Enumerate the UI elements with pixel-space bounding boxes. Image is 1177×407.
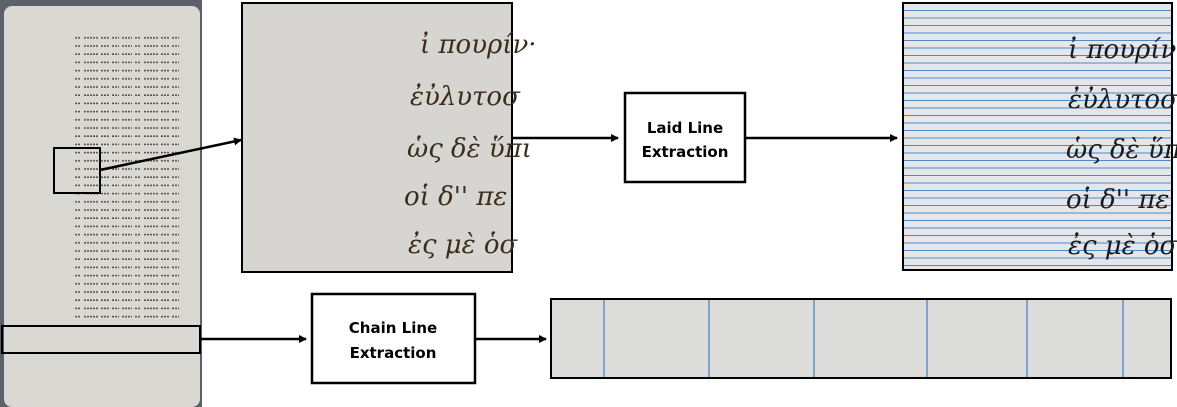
chain-line-output <box>550 298 1172 379</box>
handwriting-line: οἱ δ'' πε <box>1066 185 1169 215</box>
handwriting-line: ἐὐλυτοσ <box>410 82 521 112</box>
handwriting-line: ἐς μὲ ὁσ <box>408 230 519 260</box>
zoomed-crop: ἰ πoυρίν· ἐὐλυτοσ ὡς δὲ ὕπι οἱ δ'' πε ἐς… <box>241 2 537 273</box>
manuscript-page <box>0 0 202 407</box>
laid-label-1: Laid Line <box>647 119 723 137</box>
laid-line-output: ἰ πoυρίν· ἐὐλυτοσ ὡς δὲ ὕπι οἱ δ'' πε ἐς… <box>902 2 1177 271</box>
handwriting-line: ἐς μὲ ὁσ <box>1068 231 1177 261</box>
handwriting-line: οἱ δ'' πε <box>404 182 507 212</box>
handwriting-line: ἰ πoυρίν· <box>420 30 537 60</box>
laid-label-2: Extraction <box>642 143 729 161</box>
handwriting-line: ἐὐλυτοσ <box>1068 85 1177 115</box>
laid-line-extraction-box: Laid Line Extraction <box>623 91 747 184</box>
chain-label-2: Extraction <box>350 344 437 362</box>
handwriting-line: ὡς δὲ ὕπι <box>1066 135 1177 165</box>
chain-label-1: Chain Line <box>349 319 437 337</box>
handwriting-line: ὡς δὲ ὕπι <box>407 134 532 164</box>
chain-line-extraction-box: Chain Line Extraction <box>310 292 477 385</box>
handwriting-line: ἰ πoυρίν· <box>1068 35 1177 65</box>
arrow <box>99 137 242 172</box>
zoom-region-marker <box>53 147 101 194</box>
